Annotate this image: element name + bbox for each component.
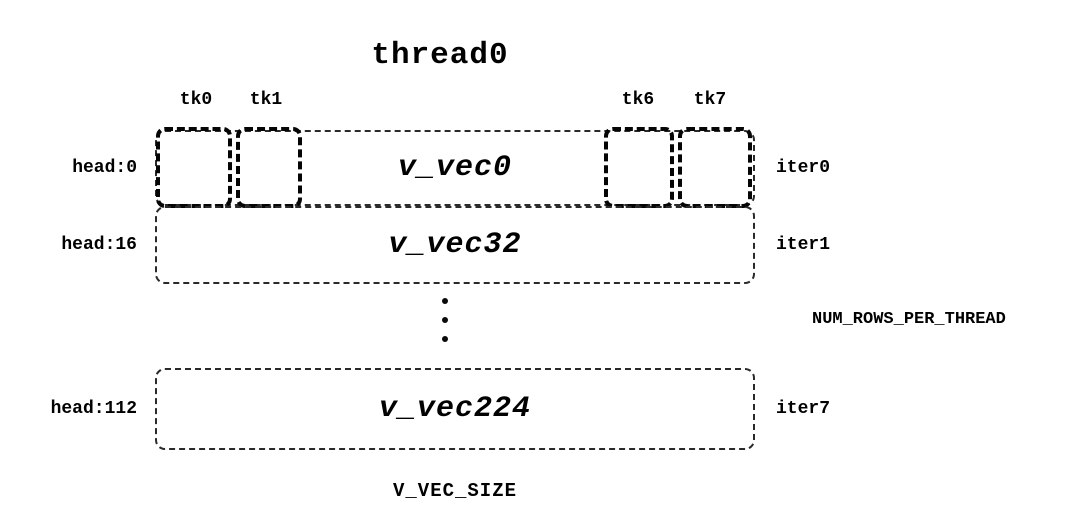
diagram-title: thread0 [371, 38, 509, 73]
head-label-iter1: head:16 [61, 235, 137, 255]
vec-label-iter7: v_vec224 [378, 392, 532, 426]
iter-label-iter7: iter7 [776, 399, 831, 419]
chunk-box-tk6 [604, 127, 674, 208]
num-rows-per-thread-label: NUM_ROWS_PER_THREAD [812, 310, 1006, 329]
head-label-iter7: head:112 [50, 399, 137, 419]
iter-label-iter1: iter1 [776, 235, 831, 255]
tk-label-1: tk1 [249, 90, 283, 110]
vec-label-iter0: v_vec0 [397, 151, 513, 185]
row-iter1-box: v_vec32 [155, 206, 755, 284]
iter-label-iter0: iter0 [776, 158, 831, 178]
chunk-box-tk7 [678, 127, 752, 208]
row-iter7-box: v_vec224 [155, 368, 755, 450]
tk-label-0: tk0 [179, 90, 213, 110]
v-vec-size-label: V_VEC_SIZE [392, 480, 518, 502]
chunk-box-tk0 [156, 127, 232, 208]
tk-label-7: tk7 [693, 90, 727, 110]
head-label-iter0: head:0 [72, 158, 137, 178]
vec-label-iter1: v_vec32 [388, 228, 522, 262]
tk-label-6: tk6 [621, 90, 655, 110]
vertical-ellipsis-icon [442, 298, 448, 342]
chunk-box-tk1 [236, 127, 302, 208]
